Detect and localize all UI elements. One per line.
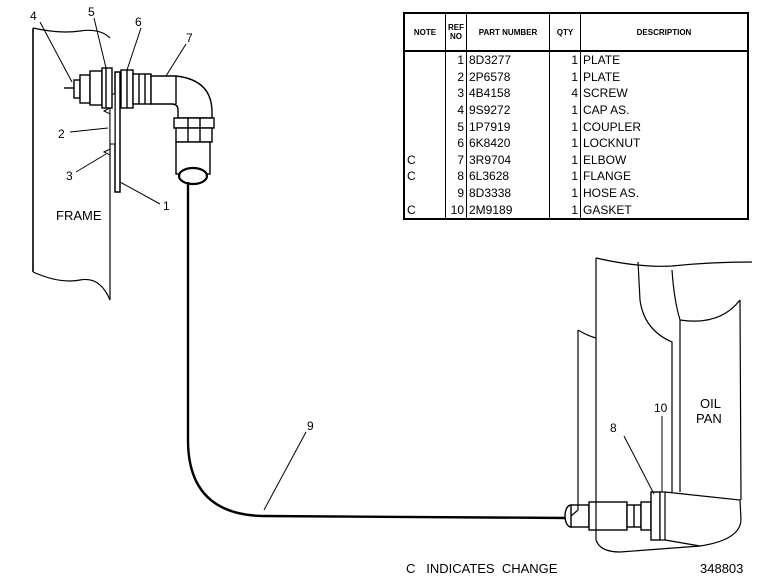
cell-note [403,134,446,152]
cell-qty: 1 [549,201,581,219]
callout-9: 9 [307,419,314,433]
hose-fitting-upper [175,141,211,186]
callout-10: 10 [654,401,668,415]
cell-qty: 1 [549,51,581,69]
gasket [659,491,666,541]
cell-note [403,68,446,86]
callout-3: 3 [66,169,73,183]
cell-part-number: 8D3338 [466,184,550,202]
cell-note [403,101,446,119]
cell-ref: 1 [445,51,467,69]
cell-description: CAP AS. [580,101,749,119]
cell-ref: 8 [445,168,467,185]
oil-pan-label-2: PAN [696,411,722,426]
table-header-row: NOTE REF NO PART NUMBER QTY DESCRIPTION [403,12,749,52]
table-row: 2 2P6578 1 PLATE [403,68,749,86]
parts-table: NOTE REF NO PART NUMBER QTY DESCRIPTION … [403,12,749,220]
elbow [150,75,215,143]
header-description: DESCRIPTION [580,12,749,52]
cell-part-number: 3R9704 [466,151,550,169]
cell-qty: 1 [549,134,581,152]
cell-qty: 1 [549,101,581,119]
cell-description: HOSE AS. [580,184,749,202]
callout-4: 4 [30,9,37,23]
cell-ref: 7 [445,151,467,169]
callout-5: 5 [88,5,95,19]
oil-pan-label-1: OIL [700,396,721,411]
cell-description: PLATE [580,51,749,69]
cell-qty: 1 [549,184,581,202]
leader-lines [39,17,663,511]
change-legend: C INDICATES CHANGE [406,561,558,576]
locknut [120,69,152,109]
cell-part-number: 8D3277 [466,51,550,69]
cell-qty: 1 [549,151,581,169]
cell-part-number: 9S9272 [466,101,550,119]
cell-part-number: 1P7919 [466,118,550,135]
cell-description: GASKET [580,201,749,219]
table-row: C 8 6L3628 1 FLANGE [403,168,749,185]
cell-note [403,51,446,69]
cell-note: C [403,151,446,169]
callout-7: 7 [186,31,193,45]
callout-1: 1 [163,199,170,213]
cell-part-number: 2P6578 [466,68,550,86]
cell-part-number: 6K8420 [466,134,550,152]
header-qty: QTY [549,12,581,52]
oil-pan-outline [570,257,753,553]
table-row: 1 8D3277 1 PLATE [403,51,749,69]
coupler [101,67,113,109]
cell-ref: 3 [445,85,467,102]
cell-description: SCREW [580,85,749,102]
callout-8: 8 [610,421,617,435]
table-row: C 10 2M9189 1 GASKET [403,201,749,219]
cell-qty: 1 [549,168,581,185]
callout-6: 6 [135,15,142,29]
frame-outline [32,27,111,301]
frame-label: FRAME [56,208,102,223]
cell-ref: 9 [445,184,467,202]
cell-qty: 1 [549,68,581,86]
cell-description: LOCKNUT [580,134,749,152]
cap-assembly [64,70,103,106]
hose [186,182,569,520]
cell-qty: 1 [549,118,581,135]
table-row: 9 8D3338 1 HOSE AS. [403,184,749,202]
table-row: 5 1P7919 1 COUPLER [403,118,749,135]
cell-note [403,85,446,102]
header-ref-no: REF NO [445,12,467,52]
cell-ref: 10 [445,201,467,219]
cell-part-number: 2M9189 [466,201,550,219]
cell-description: COUPLER [580,118,749,135]
cell-note: C [403,168,446,185]
callout-2: 2 [58,127,65,141]
screw [102,107,111,156]
plate [114,71,121,193]
header-part-number: PART NUMBER [466,12,550,52]
cell-ref: 2 [445,68,467,86]
header-note: NOTE [403,12,446,52]
cell-part-number: 6L3628 [466,168,550,185]
table-row: 4 9S9272 1 CAP AS. [403,101,749,119]
cell-ref: 4 [445,101,467,119]
cell-description: ELBOW [580,151,749,169]
drawing-number: 348803 [700,561,744,576]
cell-note [403,184,446,202]
cell-qty: 4 [549,85,581,102]
cell-ref: 5 [445,118,467,135]
cell-description: FLANGE [580,168,749,185]
cell-part-number: 4B4158 [466,85,550,102]
cell-ref: 6 [445,134,467,152]
table-row: 6 6K8420 1 LOCKNUT [403,134,749,152]
cell-note: C [403,201,446,219]
cell-description: PLATE [580,68,749,86]
table-row: C 7 3R9704 1 ELBOW [403,151,749,169]
table-row: 3 4B4158 4 SCREW [403,85,749,102]
cell-note [403,118,446,135]
flange [650,491,661,541]
